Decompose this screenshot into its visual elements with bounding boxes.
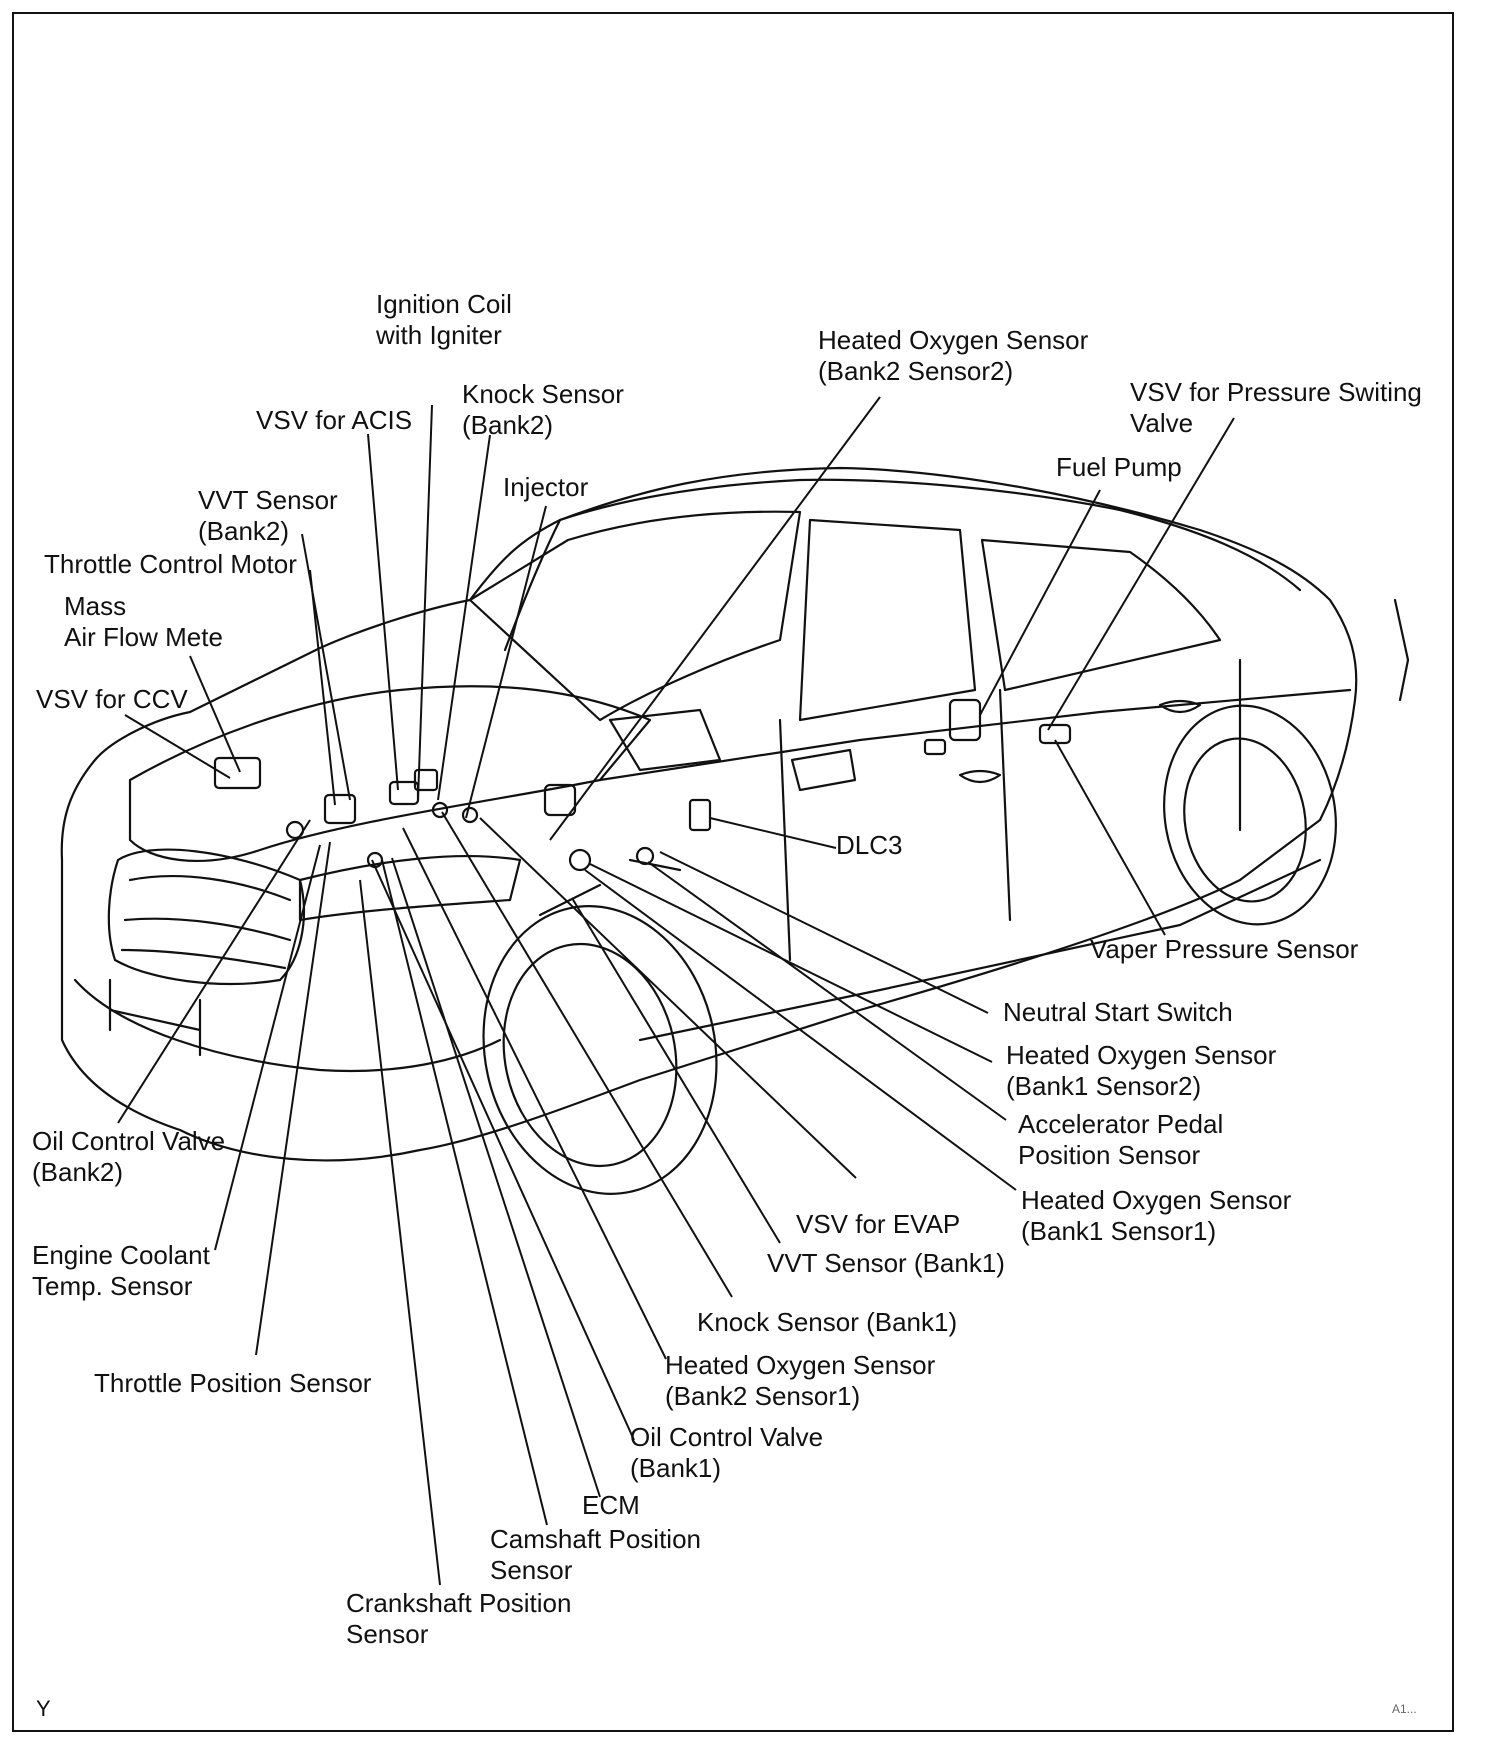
corner-mark: Y [36, 1696, 51, 1721]
label-camshaft-position-sensor: Camshaft Position Sensor [490, 1524, 701, 1585]
label-vsv-acis: VSV for ACIS [256, 405, 413, 435]
label-oil-control-valve-bank1: Oil Control Valve (Bank1) [630, 1422, 824, 1483]
label-injector: Injector [503, 472, 589, 502]
car-outline [60, 466, 1410, 1195]
leader-lines [117, 396, 1235, 1586]
label-accelerator-pedal-position-sensor: Accelerator Pedal Position Sensor [1018, 1109, 1224, 1170]
label-vvt-sensor-bank2: VVT Sensor (Bank2) [198, 485, 338, 546]
label-ho2s-bank2-sensor1: Heated Oxygen Sensor (Bank2 Sensor1) [665, 1350, 936, 1411]
label-vsv-pressure-switching-valve: VSV for Pressure Switing Valve [1130, 377, 1422, 438]
label-vsv-ccv: VSV for CCV [36, 684, 188, 714]
label-knock-sensor-bank1: Knock Sensor (Bank1) [697, 1307, 958, 1337]
label-throttle-position-sensor: Throttle Position Sensor [94, 1368, 372, 1398]
label-ho2s-bank1-sensor2: Heated Oxygen Sensor (Bank1 Sensor2) [1006, 1040, 1277, 1101]
label-ignition-coil: Ignition Coil with Igniter [376, 289, 512, 350]
label-crankshaft-position-sensor: Crankshaft Position Sensor [346, 1588, 572, 1649]
label-fuel-pump: Fuel Pump [1056, 452, 1182, 482]
label-neutral-start-switch: Neutral Start Switch [1003, 997, 1233, 1027]
label-engine-coolant-temp-sensor: Engine Coolant Temp. Sensor [32, 1240, 210, 1301]
label-ho2s-bank1-sensor1: Heated Oxygen Sensor (Bank1 Sensor1) [1021, 1185, 1292, 1246]
label-vvt-sensor-bank1: VVT Sensor (Bank1) [767, 1248, 1005, 1278]
label-ho2s-bank2-sensor2: Heated Oxygen Sensor (Bank2 Sensor2) [818, 325, 1089, 386]
figure-frame [12, 12, 1454, 1732]
label-throttle-control-motor: Throttle Control Motor [44, 549, 297, 579]
label-dlc3: DLC3 [836, 830, 903, 860]
label-knock-sensor-bank2: Knock Sensor (Bank2) [462, 379, 624, 440]
label-mass-air-flow-meter: Mass Air Flow Mete [64, 591, 223, 652]
label-oil-control-valve-bank2: Oil Control Valve (Bank2) [32, 1126, 226, 1187]
label-vapor-pressure-sensor: Vaper Pressure Sensor [1090, 934, 1359, 964]
figure-code: A1... [1392, 1702, 1417, 1716]
label-ecm: ECM [582, 1490, 640, 1520]
label-vsv-evap: VSV for EVAP [796, 1209, 961, 1239]
